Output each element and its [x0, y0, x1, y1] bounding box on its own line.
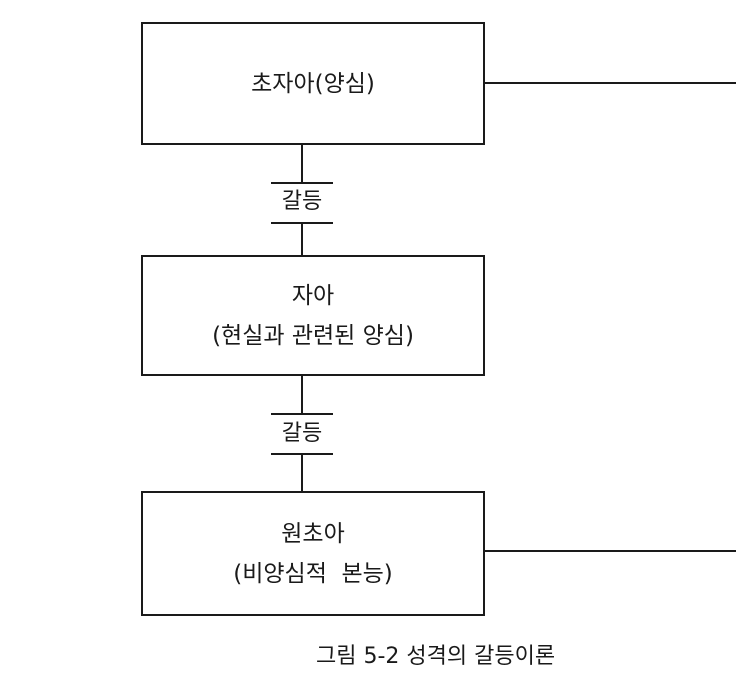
upper-conflict-label: 갈등: [267, 188, 337, 216]
lower-conflict-label: 갈등: [267, 420, 337, 448]
upper-connector-top: [301, 145, 303, 183]
upper-connector-bottom: [301, 223, 303, 255]
lower-connector-bottom: [301, 454, 303, 491]
ego-box: 자아 (현실과 관련된 양심): [141, 255, 485, 376]
id-right-line: [485, 550, 736, 552]
superego-label: 초자아(양심): [251, 70, 375, 97]
id-box: 원초아 (비양심적 본능): [141, 491, 485, 616]
ego-label: 자아: [291, 282, 335, 309]
superego-box: 초자아(양심): [141, 22, 485, 145]
figure-caption: 그림 5-2 성격의 갈등이론: [316, 644, 556, 669]
lower-connector-top: [301, 376, 303, 413]
superego-right-line: [485, 82, 736, 84]
id-description: (비양심적 본능): [233, 560, 393, 587]
upper-conflict-bar-top: [271, 182, 333, 184]
id-label: 원초아: [281, 520, 345, 547]
ego-description: (현실과 관련된 양심): [212, 322, 414, 349]
lower-conflict-bar-top: [271, 413, 333, 415]
